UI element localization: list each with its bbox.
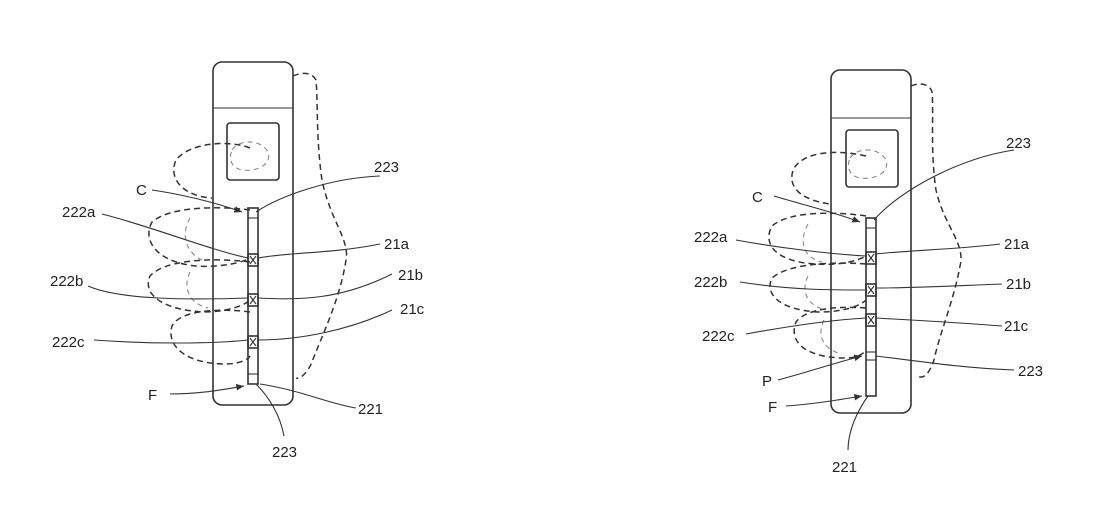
right-finger-2 xyxy=(768,212,867,266)
right-finger-inner-1 xyxy=(802,223,823,263)
right-leader-222b xyxy=(739,281,867,291)
right-label-223-bottom: 223 xyxy=(1018,363,1043,380)
left-leader-222a xyxy=(101,213,249,259)
left-sensor-21a xyxy=(247,253,259,267)
left-label-C: C xyxy=(136,182,147,199)
left-leader-21a xyxy=(257,243,381,259)
left-label-222c: 222c xyxy=(52,334,85,351)
right-leader-21a xyxy=(875,243,1001,255)
left-leader-21b xyxy=(257,273,393,300)
right-leader-P xyxy=(777,354,863,381)
right-leader-21c xyxy=(875,317,1003,327)
right-leader-C xyxy=(773,195,861,223)
left-sensor-21b xyxy=(247,293,259,307)
left-label-21b: 21b xyxy=(398,267,423,284)
right-finger-inner-3 xyxy=(820,319,843,355)
right-thumb-outline xyxy=(847,149,888,179)
left-label-223-top: 223 xyxy=(374,159,399,176)
left-leader-21c xyxy=(257,309,393,341)
right-label-F: F xyxy=(768,399,777,416)
left-finger-2 xyxy=(148,207,251,268)
left-leader-223-top xyxy=(255,175,381,213)
left-thumb-outline xyxy=(229,141,270,171)
right-leader-21b xyxy=(875,283,1003,289)
left-hand-outline xyxy=(292,72,348,380)
left-leader-222b xyxy=(87,285,249,300)
right-label-C: C xyxy=(752,189,763,206)
right-finger-3 xyxy=(769,262,867,313)
right-leader-223-bottom xyxy=(875,355,1015,371)
left-device-body xyxy=(212,61,294,406)
right-figure: 223 C 222a 21a 222b 21b 222c 21c P 223 F… xyxy=(694,69,1043,476)
left-label-222b: 222b xyxy=(50,273,83,290)
right-leader-222c xyxy=(745,317,867,335)
left-label-F: F xyxy=(148,387,157,404)
right-label-21a: 21a xyxy=(1004,236,1030,253)
right-label-21c: 21c xyxy=(1004,318,1029,335)
right-label-221: 221 xyxy=(832,459,857,476)
right-sensor-21c xyxy=(865,313,877,327)
right-label-222b: 222b xyxy=(694,274,727,291)
left-leader-F xyxy=(169,384,245,395)
right-leader-F xyxy=(785,394,863,407)
left-label-21a: 21a xyxy=(384,236,410,253)
left-device-window xyxy=(226,122,280,181)
right-finger-inner-2 xyxy=(804,275,827,311)
right-label-223-top: 223 xyxy=(1006,135,1031,152)
right-device-body xyxy=(830,69,912,414)
left-finger-inner-1 xyxy=(184,217,207,263)
right-label-222a: 222a xyxy=(694,229,728,246)
right-sensor-21a xyxy=(865,251,877,265)
left-leader-C xyxy=(151,189,243,213)
left-leader-223-bottom xyxy=(255,383,285,437)
right-device-window xyxy=(845,129,899,188)
right-finger-4 xyxy=(793,306,867,359)
right-finger-1 xyxy=(791,151,867,205)
right-sensor-strip xyxy=(865,217,877,397)
left-finger-inner-2 xyxy=(186,271,209,309)
right-leader-221 xyxy=(847,395,869,451)
left-sensor-21c xyxy=(247,335,259,349)
left-label-21c: 21c xyxy=(400,301,425,318)
left-label-222a: 222a xyxy=(62,204,96,221)
left-finger-1 xyxy=(173,142,251,199)
right-hand-outline xyxy=(910,83,962,378)
right-label-21b: 21b xyxy=(1006,276,1031,293)
left-finger-4 xyxy=(170,309,251,365)
right-leader-222a xyxy=(735,239,867,257)
right-label-222c: 222c xyxy=(702,328,735,345)
left-leader-222c xyxy=(93,339,249,344)
left-label-221: 221 xyxy=(358,401,383,418)
right-leader-223-top xyxy=(873,149,1015,221)
left-figure: 223 C 222a 21a 222b 21b 222c 21c F 221 2… xyxy=(50,61,425,461)
right-label-P: P xyxy=(762,373,772,390)
left-label-223-bottom: 223 xyxy=(272,444,297,461)
left-leader-221 xyxy=(259,383,357,409)
